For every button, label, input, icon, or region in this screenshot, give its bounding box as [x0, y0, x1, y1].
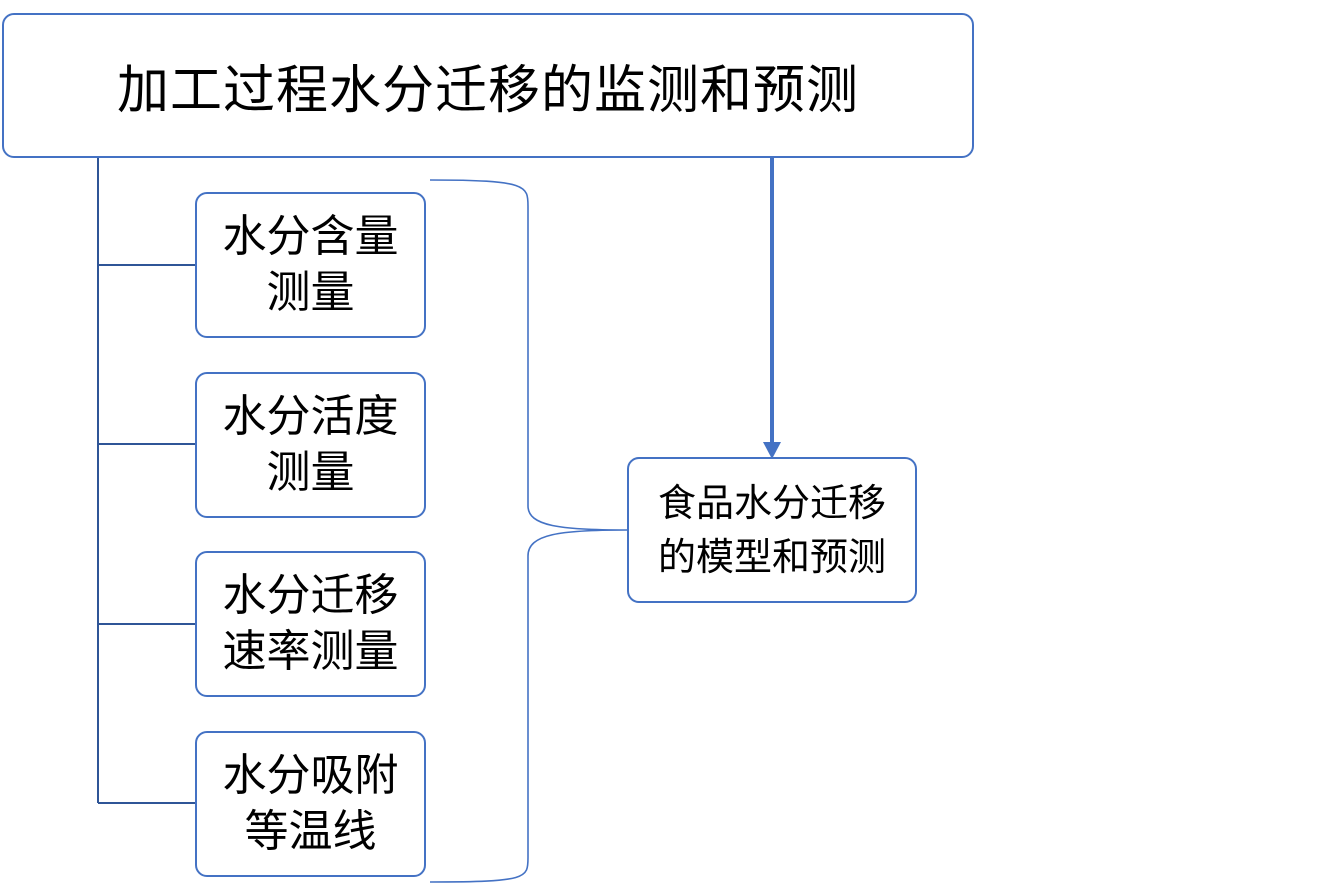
step-label: 水分含量测量	[222, 211, 399, 318]
step-box-sorption-isotherm: 水分吸附等温线	[195, 731, 426, 877]
title-box: 加工过程水分迁移的监测和预测	[2, 13, 974, 158]
grouping-brace	[429, 179, 628, 883]
step-label: 水分活度测量	[222, 391, 399, 498]
title-text: 加工过程水分迁移的监测和预测	[116, 61, 859, 121]
result-text: 食品水分迁移的模型和预测	[657, 481, 886, 579]
step-label: 水分迁移速率测量	[222, 570, 399, 677]
arrow-head	[763, 442, 781, 459]
step-box-migration-rate: 水分迁移速率测量	[195, 551, 426, 697]
result-box: 食品水分迁移的模型和预测	[627, 457, 917, 603]
step-box-water-activity: 水分活度测量	[195, 372, 426, 518]
step-label: 水分吸附等温线	[222, 750, 399, 857]
step-box-water-content: 水分含量测量	[195, 192, 426, 338]
